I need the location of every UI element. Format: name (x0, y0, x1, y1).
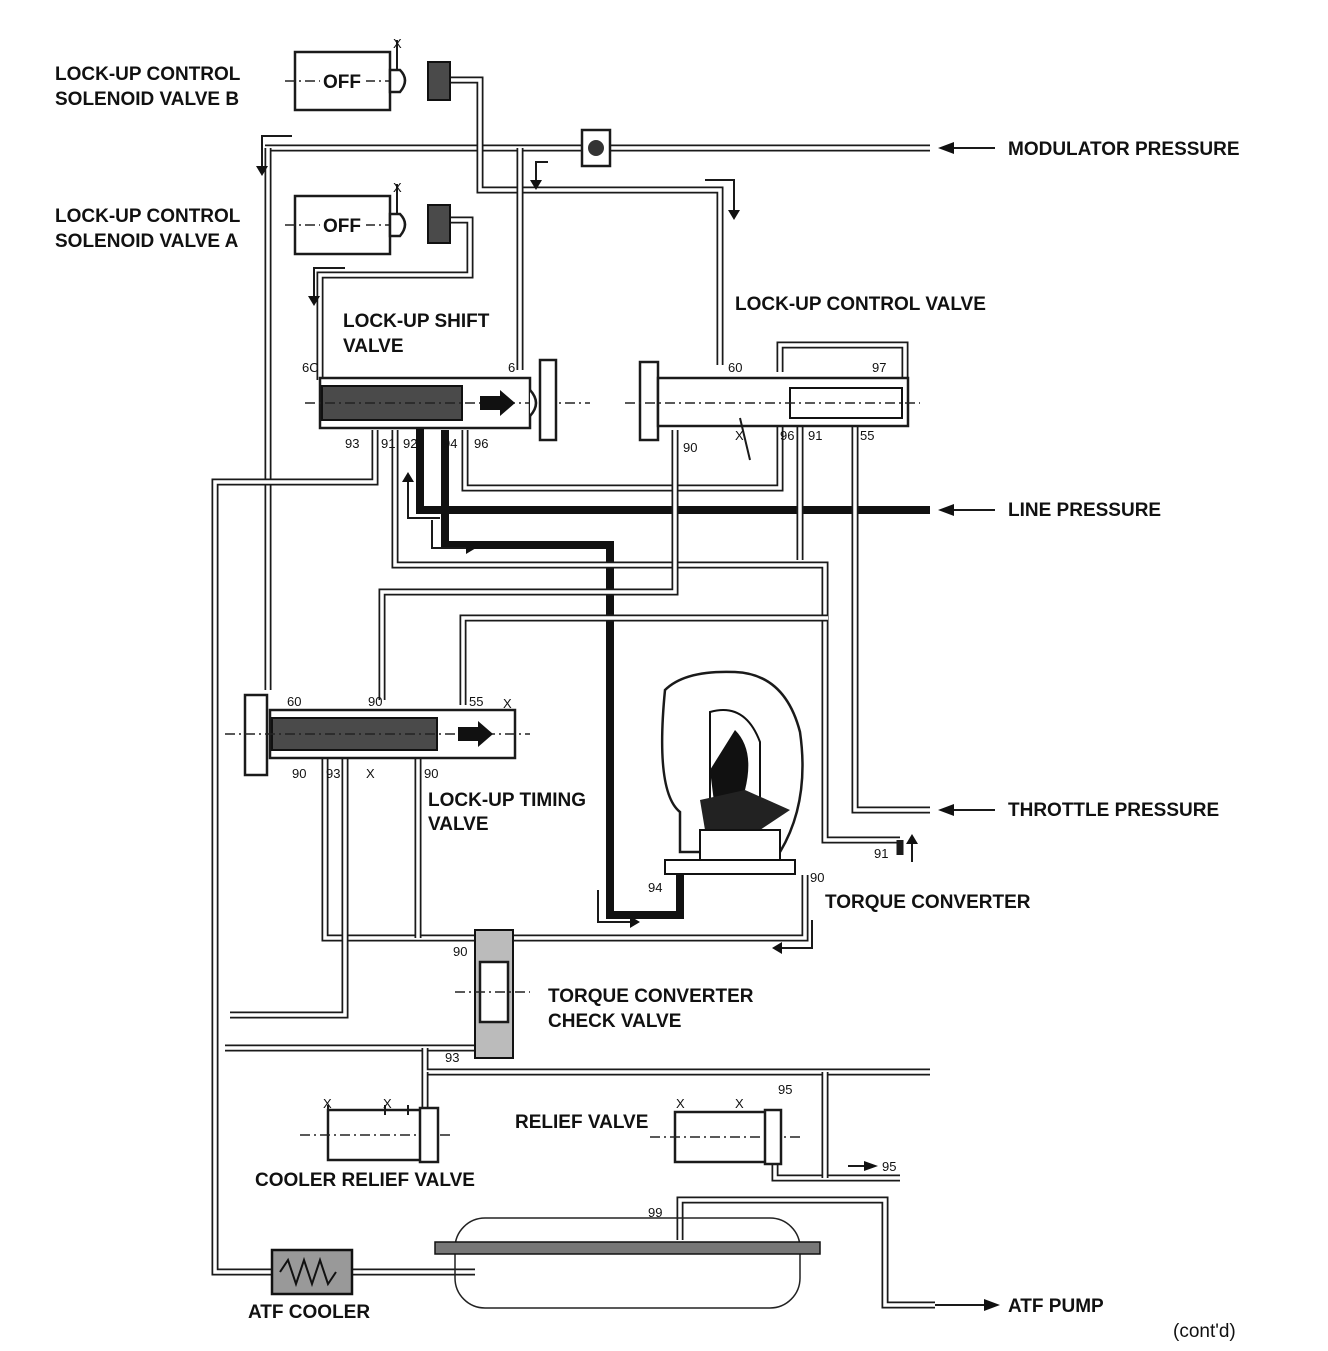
solenoid-b-state: OFF (323, 72, 361, 93)
solenoid-a-state: OFF (323, 216, 361, 237)
flow-arrows (256, 135, 1000, 1311)
port-60-control: 60 (728, 360, 742, 375)
atf-cooler-label: ATF COOLER (248, 1302, 370, 1323)
atf-pump-label: ATF PUMP (1008, 1296, 1104, 1317)
lockup-shift-valve-label-2: VALVE (343, 336, 404, 357)
solenoid-a-label-2: SOLENOID VALVE A (55, 231, 239, 252)
component-labels: LOCK-UP CONTROL SOLENOID VALVE B OFF LOC… (55, 64, 1240, 1342)
exhaust-mark: X (503, 696, 512, 711)
throttle-pressure-label: THROTTLE PRESSURE (1008, 800, 1219, 821)
port-93: 93 (345, 436, 359, 451)
exhaust-mark: X (366, 766, 375, 781)
lockup-timing-valve (225, 693, 530, 777)
cooler-relief-valve-label: COOLER RELIEF VALVE (255, 1170, 475, 1191)
lockup-control-valve (625, 360, 920, 461)
exhaust-marks: X X X X X X X X X (323, 36, 744, 1111)
port-60-timing: 60 (287, 694, 301, 709)
atf-cooler (270, 1248, 354, 1296)
port-90-timing: 90 (368, 694, 382, 709)
exhaust-mark: X (676, 1096, 685, 1111)
relief-valve-label: RELIEF VALVE (515, 1112, 648, 1133)
solenoid-valve-b (285, 40, 451, 112)
relief-valve-body (650, 1108, 800, 1166)
port-55-control: 55 (860, 428, 874, 443)
solenoid-valve-a (285, 184, 451, 256)
port-91-control: 91 (808, 428, 822, 443)
port-92: 92 (403, 436, 417, 451)
atf-strainer (434, 1217, 821, 1309)
exhaust-mark: X (735, 428, 744, 443)
port-90-converter: 90 (810, 870, 824, 885)
solenoid-a-label-1: LOCK-UP CONTROL (55, 206, 241, 227)
solenoid-b-label-2: SOLENOID VALVE B (55, 89, 239, 110)
port-93-check: 93 (445, 1050, 459, 1065)
fluid-passages (211, 76, 935, 1309)
exhaust-mark: X (393, 36, 402, 51)
port-90-timing-right: 90 (424, 766, 438, 781)
port-94-converter: 94 (648, 880, 662, 895)
exhaust-mark: X (323, 1096, 332, 1111)
exhaust-mark: X (735, 1096, 744, 1111)
modulator-check-valve (580, 128, 612, 168)
tc-check-valve-label-1: TORQUE CONVERTER (548, 986, 754, 1007)
lockup-timing-valve-label-1: LOCK-UP TIMING (428, 790, 586, 811)
tc-check-valve-label-2: CHECK VALVE (548, 1011, 681, 1032)
exhaust-mark: X (383, 1096, 392, 1111)
port-6c: 6C (302, 360, 319, 375)
exhaust-mark: X (393, 180, 402, 195)
torque-converter-label: TORQUE CONVERTER (825, 892, 1031, 913)
port-95-exit: 95 (882, 1159, 896, 1174)
solenoid-b-label-1: LOCK-UP CONTROL (55, 64, 241, 85)
lockup-timing-valve-label-2: VALVE (428, 814, 489, 835)
port-95-relief: 95 (778, 1082, 792, 1097)
continued-label: (cont'd) (1173, 1321, 1236, 1342)
torque-converter (660, 670, 804, 875)
port-90-timing-low: 90 (292, 766, 306, 781)
port-6: 6 (508, 360, 515, 375)
port-91: 91 (381, 436, 395, 451)
lockup-shift-valve (305, 358, 590, 442)
line-pressure-label: LINE PRESSURE (1008, 500, 1161, 521)
lockup-control-valve-label: LOCK-UP CONTROL VALVE (735, 294, 986, 315)
port-94: 94 (443, 436, 457, 451)
port-97: 97 (872, 360, 886, 375)
port-55-timing: 55 (469, 694, 483, 709)
port-91-converter: 91 (874, 846, 888, 861)
cooler-relief-valve (300, 1105, 450, 1164)
port-numbers: 6C 6 93 91 92 94 96 60 97 90 96 91 55 60… (287, 360, 896, 1220)
modulator-pressure-label: MODULATOR PRESSURE (1008, 139, 1240, 160)
port-93-timing: 93 (326, 766, 340, 781)
port-96: 96 (474, 436, 488, 451)
port-99: 99 (648, 1205, 662, 1220)
port-90-check: 90 (453, 944, 467, 959)
port-90-control: 90 (683, 440, 697, 455)
port-96-control: 96 (780, 428, 794, 443)
lockup-shift-valve-label-1: LOCK-UP SHIFT (343, 311, 490, 332)
torque-converter-check-valve (455, 929, 530, 1059)
